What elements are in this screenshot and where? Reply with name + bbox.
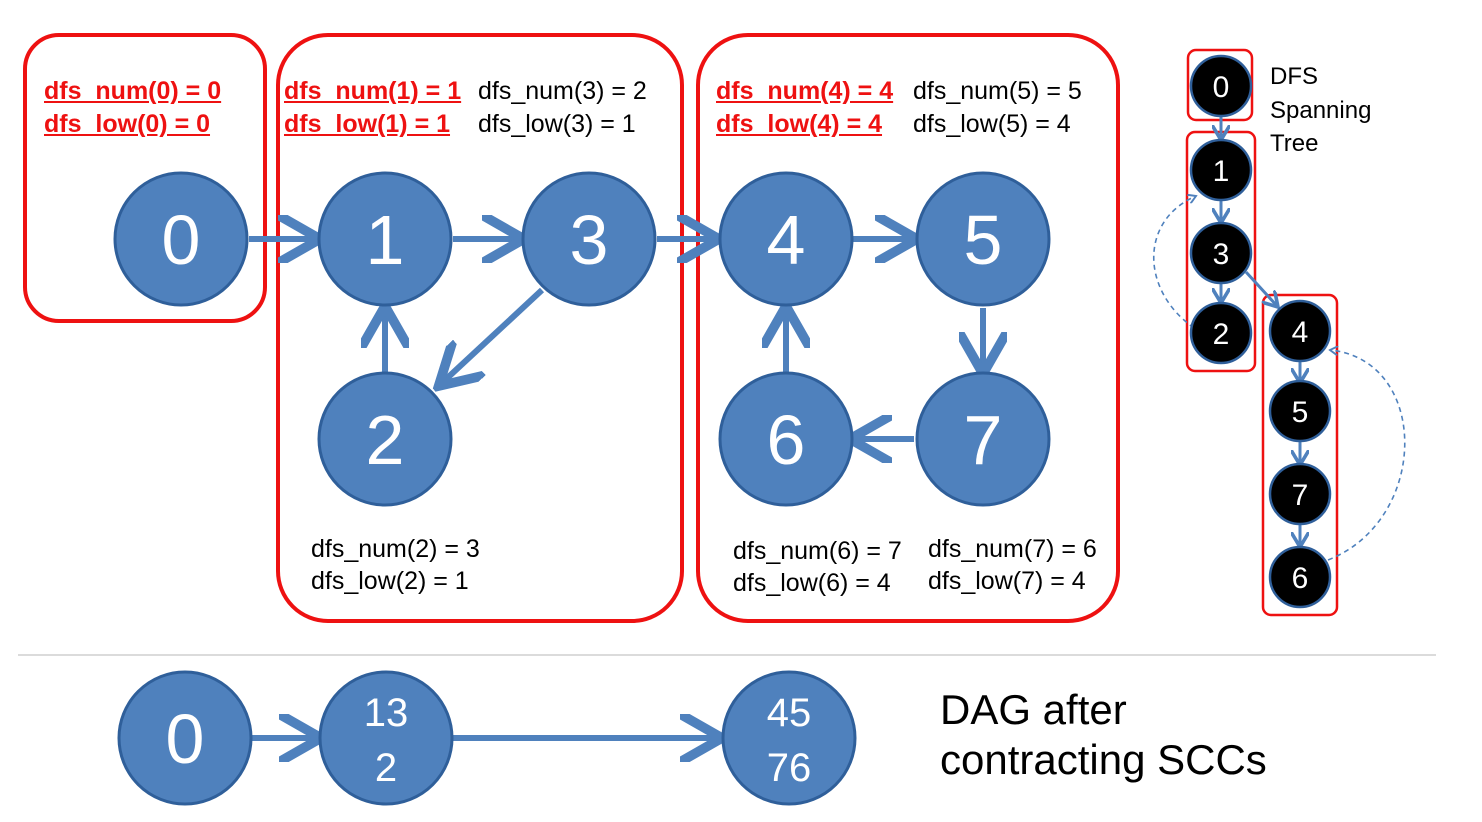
label-low5: dfs_low(5) = 4 [913,110,1071,138]
dag-node-132: 13 2 [318,670,454,806]
svg-text:45: 45 [767,691,812,735]
node-7-label: 7 [964,401,1003,479]
label-low1: dfs_low(1) = 1 [284,110,451,138]
node-3: 3 [521,171,657,307]
tree-title-line3: Tree [1270,130,1319,157]
label-low7: dfs_low(7) = 4 [928,567,1086,595]
edge-3-2 [443,287,545,382]
tree-title-line2: Spanning [1270,97,1372,124]
node-0: 0 [113,171,249,307]
tree-node-4: 4 [1268,299,1332,363]
tree-title-line1: DFS [1270,63,1318,90]
svg-text:1: 1 [1213,155,1230,188]
tree-node-2: 2 [1189,301,1253,365]
svg-text:5: 5 [1292,396,1309,429]
node-1: 1 [317,171,453,307]
tree-box-4567 [1261,293,1339,617]
label-low4: dfs_low(4) = 4 [716,110,883,138]
dag-caption-line2: contracting SCCs [940,736,1267,783]
label-num3: dfs_num(3) = 2 [478,77,647,105]
node-6-label: 6 [767,401,806,479]
label-num1: dfs_num(1) = 1 [284,77,462,105]
label-low0: dfs_low(0) = 0 [44,110,211,138]
back-edge-2-1 [1153,196,1196,329]
tree-node-0: 0 [1189,54,1253,118]
label-low6: dfs_low(6) = 4 [733,569,891,597]
node-5: 5 [915,171,1051,307]
scc-box-123 [276,33,684,623]
node-7: 7 [915,371,1051,507]
tree-back-edges [1153,196,1406,561]
node-2-label: 2 [366,401,405,479]
svg-text:7: 7 [1292,479,1309,512]
label-low2: dfs_low(2) = 1 [311,567,469,595]
svg-text:2: 2 [1213,318,1230,351]
graph-nodes: 0 1 3 2 4 5 6 7 [113,171,1051,507]
graph-edges [249,239,983,439]
scc-box-0 [23,33,267,323]
svg-text:6: 6 [1292,562,1309,595]
svg-text:0: 0 [1213,71,1230,104]
node-1-label: 1 [366,201,405,279]
back-edge-6-4 [1327,350,1406,561]
node-4: 4 [718,171,854,307]
svg-text:3: 3 [1213,238,1230,271]
label-num2: dfs_num(2) = 3 [311,535,480,563]
svg-text:0: 0 [166,700,205,778]
svg-text:2: 2 [375,746,397,790]
tree-edges [1221,117,1300,547]
label-num4: dfs_num(4) = 4 [716,77,894,105]
dag-node-4576: 45 76 [721,670,857,806]
tree-node-7: 7 [1268,462,1332,526]
label-num6: dfs_num(6) = 7 [733,537,902,565]
node-3-label: 3 [570,201,609,279]
scc-box-4567 [696,33,1120,623]
tree-node-5: 5 [1268,379,1332,443]
label-num7: dfs_num(7) = 6 [928,535,1097,563]
node-2: 2 [317,371,453,507]
node-0-label: 0 [162,201,201,279]
dfs-tree: 0 1 3 2 4 5 7 6 [1153,48,1406,617]
node-5-label: 5 [964,201,1003,279]
tree-node-6: 6 [1268,545,1332,609]
dag: 0 13 2 45 76 [117,670,857,806]
tree-node-3: 3 [1189,221,1253,285]
dag-caption-line1: DAG after [940,686,1127,733]
label-num0: dfs_num(0) = 0 [44,77,222,105]
tree-node-1: 1 [1189,138,1253,202]
svg-text:13: 13 [364,691,409,735]
svg-text:76: 76 [767,746,812,790]
dag-node-0: 0 [117,670,253,806]
svg-text:4: 4 [1292,316,1309,349]
label-num5: dfs_num(5) = 5 [913,77,1082,105]
node-6: 6 [718,371,854,507]
label-low3: dfs_low(3) = 1 [478,110,636,138]
node-4-label: 4 [767,201,806,279]
